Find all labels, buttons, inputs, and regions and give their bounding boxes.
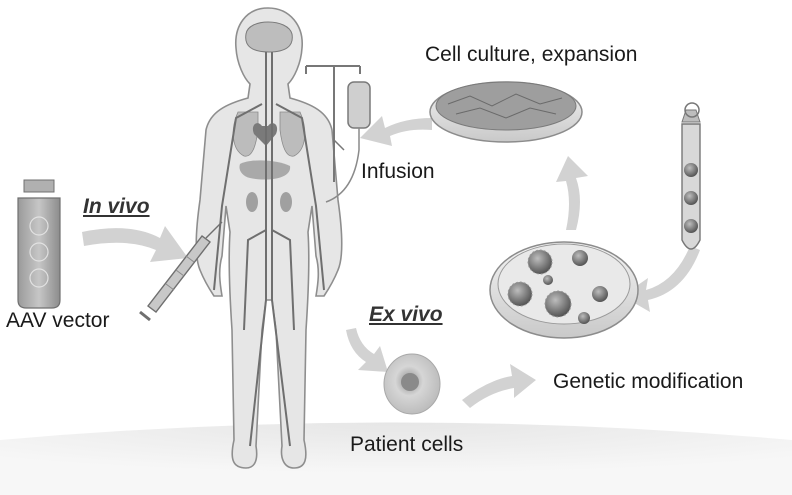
- syringe: [139, 221, 223, 322]
- arrow-to-modification: [462, 364, 536, 408]
- arrow-exvivo: [346, 328, 388, 372]
- kidney-left: [246, 192, 258, 212]
- label-infusion: Infusion: [361, 160, 435, 183]
- label-ex-vivo: Ex vivo: [369, 303, 443, 326]
- arrow-infusion: [360, 116, 432, 146]
- liver: [239, 160, 291, 180]
- patient-cell: [383, 353, 441, 415]
- arrow-up-to-culture: [556, 156, 588, 230]
- human-body: [195, 7, 343, 469]
- iv-line: [325, 128, 360, 203]
- modification-dish: [489, 241, 639, 339]
- label-cell-culture: Cell culture, expansion: [425, 43, 638, 66]
- iv-stand: [305, 65, 361, 182]
- kidney-right: [280, 192, 292, 212]
- label-patient-cells: Patient cells: [350, 433, 464, 456]
- ground-surface: [0, 422, 792, 495]
- label-genetic-modification: Genetic modification: [553, 370, 744, 393]
- label-in-vivo: In vivo: [83, 195, 150, 218]
- iv-bag: [347, 81, 371, 129]
- blood-vessels: [213, 52, 325, 447]
- arrow-from-tube: [622, 246, 700, 312]
- label-aav-vector: AAV vector: [6, 309, 110, 332]
- brain: [245, 21, 293, 53]
- vector-tube: [681, 102, 701, 250]
- arrow-invivo: [82, 226, 188, 262]
- culture-dish: [429, 81, 583, 143]
- aav-vial: [17, 179, 61, 309]
